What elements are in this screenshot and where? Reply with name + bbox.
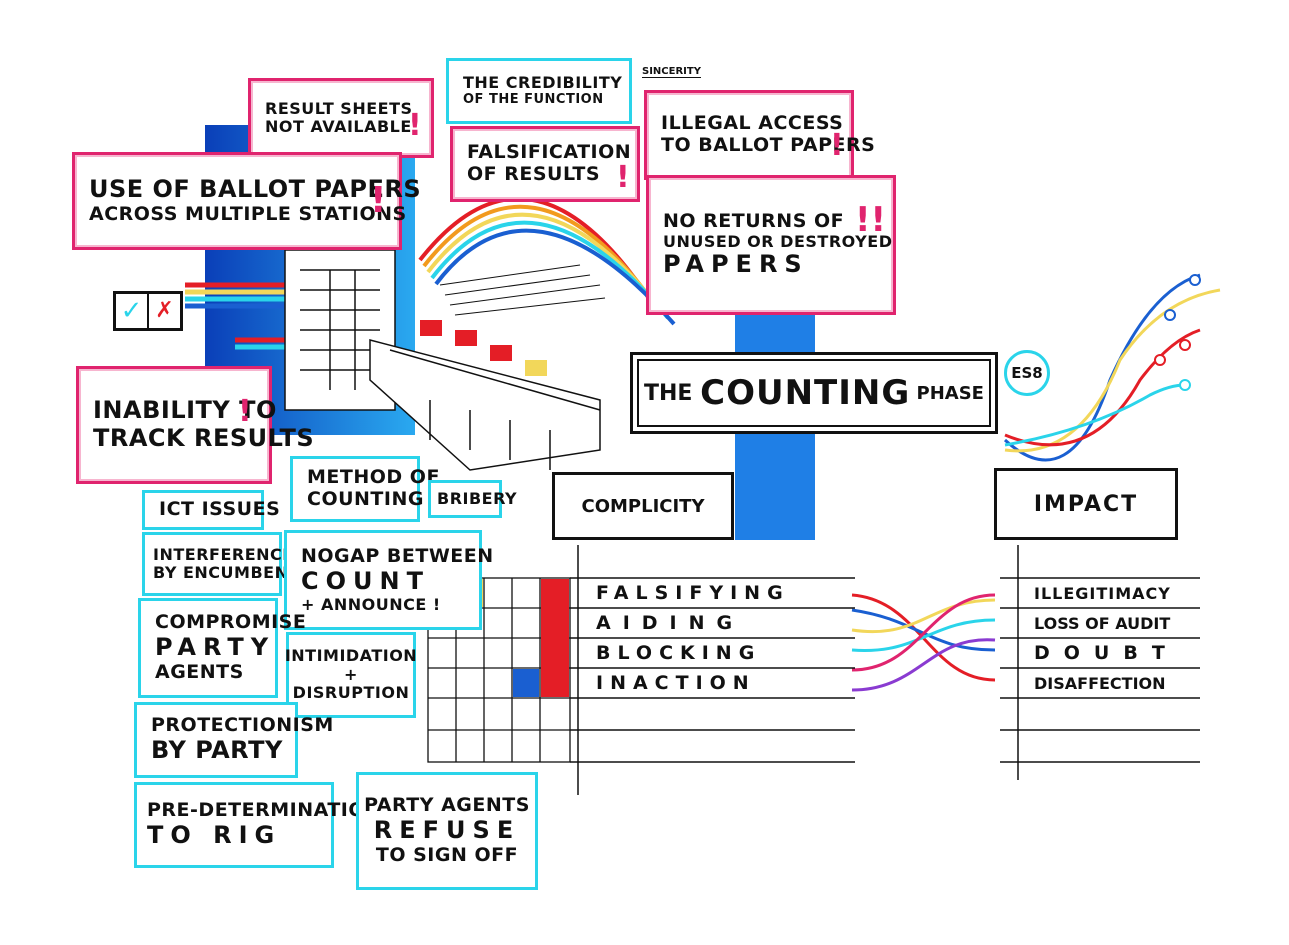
box-line: AGENTS (155, 660, 244, 683)
impact-header: IMPACT (994, 468, 1178, 540)
nogap-box: NOGAP BETWEEN COUNT + ANNOUNCE ! (284, 530, 494, 630)
box-line: COMPROMISE (155, 611, 307, 634)
box-line: TO BALLOT PAPERS (661, 134, 876, 156)
ict-issues-box: ICT ISSUES (142, 490, 281, 530)
title-main: COUNTING (700, 373, 911, 413)
complicity-item-aiding: AIDING (596, 612, 745, 634)
box-line: PROTECTIONISM (151, 714, 334, 737)
impact-lines (1000, 545, 1200, 780)
title-pre: THE (644, 380, 701, 406)
box-line: BRIBERY (437, 488, 518, 508)
exclamation-icon: ! (370, 180, 387, 221)
grid-cell-blue (513, 669, 539, 697)
box-line: METHOD OF (307, 466, 440, 489)
inability-box: INABILITY TO TRACK RESULTS (76, 366, 315, 484)
title-post: PHASE (910, 382, 984, 404)
impact-item-doubt: DOUBT (1034, 642, 1179, 664)
box-line: TO SIGN OFF (375, 843, 519, 866)
box-line: COUNTING (307, 488, 424, 510)
box-line: RESULT SHEETS (265, 98, 413, 118)
predetermination-box: PRE-DETERMINATION TO RIG (134, 782, 382, 868)
result-sheets-box: RESULT SHEETS NOT AVAILABLE (248, 78, 434, 158)
complicity-item-blocking: BLOCKING (596, 642, 762, 664)
box-line: ICT ISSUES (159, 498, 281, 521)
rainbow-arc (418, 196, 676, 326)
bribery-box: BRIBERY (428, 480, 518, 518)
box-line: INTERFERENCE (153, 544, 294, 564)
check-cross-box: ✓ ✗ (113, 291, 183, 331)
box-line: NOGAP BETWEEN (301, 545, 494, 568)
box-line: of RESULTS (467, 163, 601, 185)
exclamation-icon: ! (616, 160, 630, 195)
es8-badge: ES8 (1004, 350, 1050, 396)
method-of-counting-box: METHOD OF COUNTING (290, 456, 440, 522)
grid-cell-red (541, 579, 569, 697)
interference-box: INTERFERENCE BY ENCUMBENT (142, 532, 300, 596)
exclamation-icon: ! (238, 394, 252, 429)
box-line: NO RETURNS OF (663, 210, 845, 233)
no-returns-box: NO RETURNS OF UNUSED or DESTROYED PAPERS (646, 175, 896, 315)
rainbow-connector (185, 282, 290, 350)
intimidation-box: INTIMIDATION + DISRUPTION (284, 632, 418, 718)
box-line: PARTY AGENTS (364, 794, 530, 817)
exclamation-icon: ! (408, 108, 422, 143)
cross-icon: ✗ (155, 298, 174, 323)
counting-room-sketch (284, 249, 606, 471)
box-line: COUNT (301, 566, 430, 595)
trend-markers (1067, 274, 1201, 484)
box-line: NOT AVAILABLE (265, 117, 412, 136)
box-line: ACROSS MULTIPLE STATIONS (89, 202, 407, 225)
box-line: BY ENCUMBENT (153, 563, 300, 582)
counting-phase-title: THE COUNTING PHASE (630, 352, 998, 434)
box-line: TO RIG (147, 821, 282, 850)
complicity-header: COMPLICITY (552, 472, 734, 540)
protectionism-box: PROTECTIONISM BY PARTY (134, 702, 334, 778)
complicity-lines (570, 545, 855, 795)
box-line: PARTY (155, 633, 276, 662)
credibility-box: THE CREDIBILITY of the FUNCTION (446, 58, 632, 124)
box-line: BY PARTY (151, 736, 283, 765)
box-line: PRE-DETERMINATION (147, 799, 382, 822)
box-line: INTIMIDATION (284, 646, 418, 666)
illegal-access-box: ILLEGAL ACCESS TO BALLOT PAPERS (644, 90, 876, 180)
falsification-box: FALSIFICATION of RESULTS (450, 126, 640, 202)
complicity-item-inaction: INACTION (596, 672, 756, 694)
ballot-papers-box: USE OF BALLOT PAPERS ACROSS MULTIPLE STA… (72, 152, 422, 250)
exclamation-icon: ! (830, 128, 844, 163)
complicity-item-falsifying: FALSIFYING (596, 582, 790, 604)
compromise-box: COMPROMISE PARTY AGENTS (138, 598, 307, 698)
exclamation-icon: !! (855, 200, 887, 240)
box-line: UNUSED or DESTROYED (663, 231, 893, 251)
box-line: THE CREDIBILITY (463, 73, 623, 93)
box-line: + (344, 664, 358, 684)
box-line: DISRUPTION (292, 683, 410, 703)
impact-item-illegitimacy: ILLEGITIMACY (1034, 584, 1171, 603)
box-line: INABILITY TO (93, 396, 277, 425)
box-line: ILLEGAL ACCESS (661, 112, 844, 135)
party-agents-refuse-box: PARTY AGENTS REFUSE TO SIGN OFF (356, 772, 538, 890)
box-line: + ANNOUNCE ! (301, 594, 441, 614)
box-line: FALSIFICATION (467, 141, 632, 164)
box-line: of the FUNCTION (463, 91, 604, 107)
trend-curves (1003, 273, 1221, 462)
impact-item-disaffection: DISAFFECTION (1034, 674, 1166, 693)
box-line: REFUSE (373, 816, 521, 845)
check-icon: ✓ (116, 294, 149, 328)
box-line: PAPERS (663, 250, 809, 279)
box-line: USE OF BALLOT PAPERS (89, 175, 422, 204)
box-line: TRACK RESULTS (93, 424, 315, 452)
impact-item-loss-of-audit: LOSS OF AUDIT (1034, 614, 1171, 633)
crossing-lines (851, 593, 996, 692)
sincerity-note: SINCERITY (642, 66, 701, 78)
